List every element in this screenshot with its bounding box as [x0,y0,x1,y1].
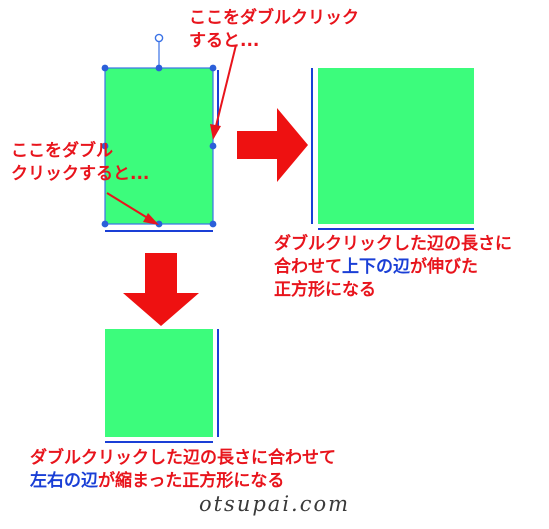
resize-handle-top-right[interactable] [209,64,217,72]
result-square-shortened [105,329,219,443]
pointer-arrow-to-right-edge-head [210,124,221,140]
annotation-line: ここをダブル [11,141,113,161]
result-square-widened-fill [318,68,474,224]
resize-handle-bottom[interactable] [155,220,163,228]
pointer-arrow-to-right-edge [215,44,237,127]
annotation-result-widened: ダブルクリックした辺の長さに 合わせて上下の辺が伸びた 正方形になる [274,233,512,302]
original-rectangle-fill [105,68,213,224]
annotation-line: クリックすると... [11,164,150,184]
annotation-line: ダブルクリックした辺の長さに合わせて [30,448,336,468]
annotation-highlight: 上下の辺 [342,257,410,277]
annotation-double-click-bottom-edge: ここをダブル クリックすると... [11,140,149,186]
result-square-shortened-fill [105,329,213,437]
annotation-line: ここをダブルクリック [189,8,359,28]
annotation-line: ダブルクリックした辺の長さに [274,234,512,254]
pointer-arrow-to-bottom-edge-head [143,213,159,225]
annotation-text: が縮まった正方形になる [98,471,285,491]
result-square-widened [311,68,474,230]
annotation-result-shortened: ダブルクリックした辺の長さに合わせて 左右の辺が縮まった正方形になる [30,447,336,493]
annotation-line: 正方形になる [274,280,376,300]
resize-handle-bottom-right[interactable] [209,220,217,228]
resize-handle-top-left[interactable] [101,64,109,72]
pointer-arrow-to-bottom-edge [106,192,147,218]
annotation-line: 合わせて上下の辺が伸びた [274,256,512,279]
result-arrow-right [237,108,308,182]
rotate-handle[interactable] [154,33,164,43]
site-watermark: otsupai.com [198,492,351,516]
annotation-text: 合わせて [274,257,342,277]
resize-handle-bottom-left[interactable] [101,220,109,228]
annotation-text: が伸びた [410,257,478,277]
annotation-highlight: 左右の辺 [30,471,98,491]
resize-handle-left[interactable] [101,142,109,150]
resize-handle-right[interactable] [209,142,217,150]
annotation-line: 左右の辺が縮まった正方形になる [30,470,336,493]
annotation-line: すると... [189,31,260,51]
resize-handle-top[interactable] [155,64,163,72]
original-rectangle [101,33,219,232]
pointer-arrows [106,44,237,225]
result-arrow-down [123,253,199,326]
annotation-double-click-right-edge: ここをダブルクリック すると... [189,7,359,53]
resize-handles [101,64,217,228]
